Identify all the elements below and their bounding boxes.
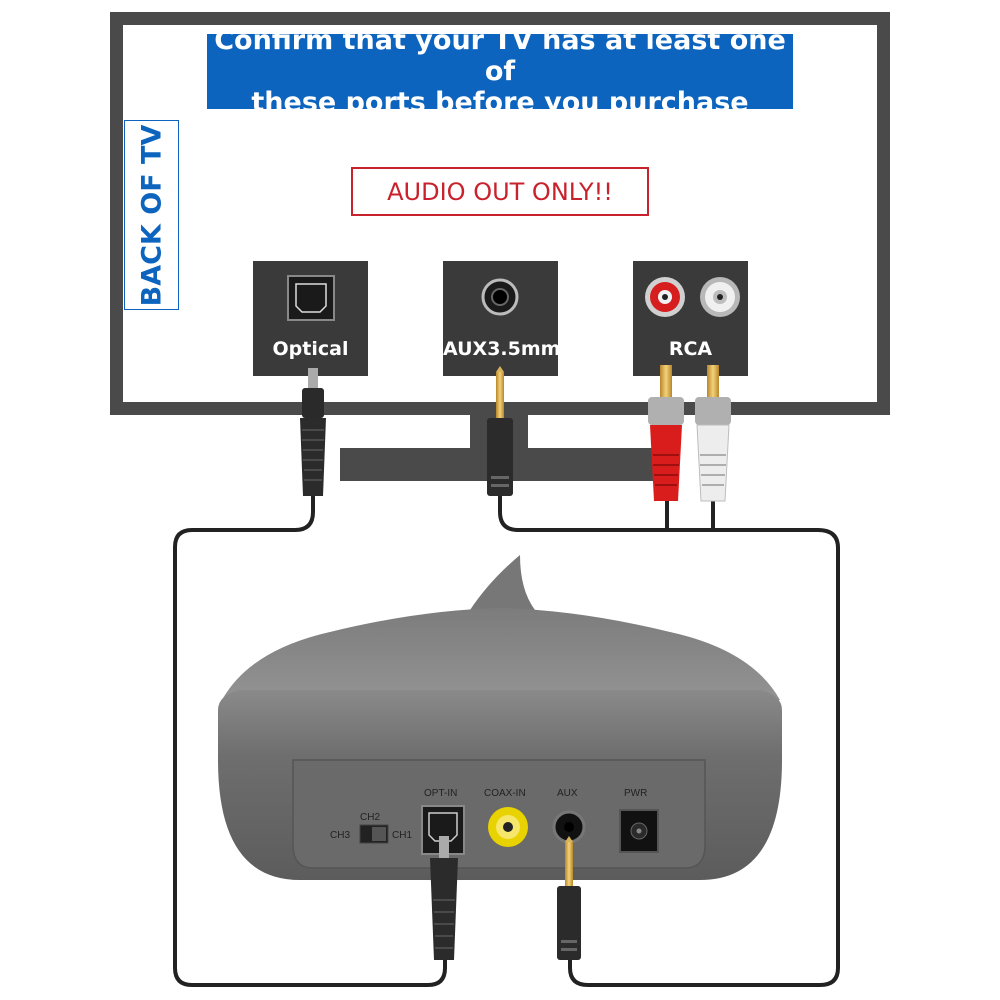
port-rca-label: RCA	[668, 338, 713, 360]
aux-label: AUX	[557, 788, 578, 799]
aux-plug-device	[557, 836, 581, 960]
switch-ch1-label: CH1	[392, 830, 413, 841]
switch-ch3-label: CH3	[330, 830, 351, 841]
audio-out-warning: AUDIO OUT ONLY!!	[351, 167, 649, 216]
rca-red-port-icon	[645, 277, 685, 317]
optical-plug-device	[430, 836, 458, 960]
coax-in-label: COAX-IN	[484, 788, 526, 799]
rca-white-port-icon	[700, 277, 740, 317]
rca-white-plug	[695, 365, 731, 502]
banner-line-1: Confirm that your TV has at least one of	[214, 25, 786, 87]
rca-red-plug	[648, 365, 684, 501]
banner-line-2: these ports before you purchase	[251, 87, 749, 118]
port-aux-label: AUX3.5mm	[443, 338, 561, 360]
audio-out-warning-text: AUDIO OUT ONLY!!	[387, 177, 613, 206]
instruction-banner: Confirm that your TV has at least one of…	[207, 25, 793, 118]
port-optical-label: Optical	[272, 338, 349, 360]
transmitter-device	[218, 555, 782, 880]
opt-in-label: OPT-IN	[424, 788, 458, 799]
optical-port-icon	[287, 275, 335, 321]
switch-ch2-label: CH2	[360, 812, 381, 823]
pwr-label: PWR	[624, 788, 648, 799]
back-of-tv-label: BACK OF TV	[124, 120, 179, 310]
aux-port-icon	[481, 278, 519, 316]
aux-plug-top	[487, 366, 513, 496]
cable-wires	[173, 493, 840, 987]
optical-plug	[300, 368, 326, 496]
